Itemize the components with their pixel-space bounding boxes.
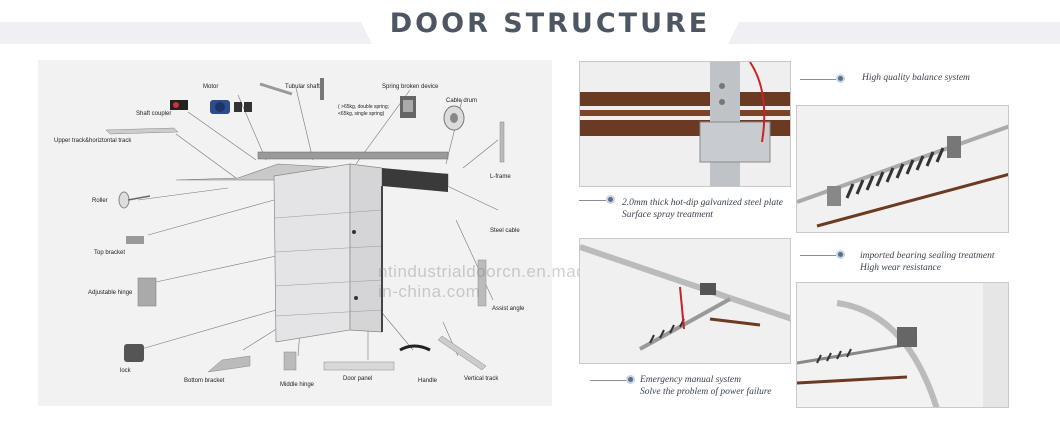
adjustable-hinge-part: [137, 277, 157, 307]
label-upper-track: Upper track&horiztontal track: [54, 138, 132, 144]
label-steel-cable: Steel cable: [490, 228, 520, 234]
feature-dot-3: [836, 250, 845, 259]
l-frame-part: [499, 121, 505, 163]
feature-2-line1: 2.0mm thick hot-dip galvanized steel pla…: [622, 198, 783, 208]
feature-3-line2: High wear resistance: [860, 263, 941, 273]
middle-hinge-part: [283, 351, 297, 371]
label-motor: Motor: [203, 84, 218, 90]
label-spring-broken-device: Spring broken device: [382, 84, 439, 90]
lock-part: [124, 344, 144, 362]
label-cable-drum: Cable drum: [446, 98, 477, 104]
feature-2-line2: Surface spray treatment: [622, 210, 713, 220]
label-adjustable-hinge: Adjustable hinge: [88, 290, 133, 296]
assist-angle-part: [477, 259, 487, 307]
label-l-frame: L-frame: [490, 174, 511, 180]
photo-balance-system: [796, 105, 1009, 233]
label-assist-angle: Assist angle: [492, 306, 525, 312]
bottom-bracket-part: [207, 355, 251, 373]
label-spring-note-2: <65kg, single spring): [338, 111, 385, 117]
spring-broken-device-part: [400, 96, 416, 118]
label-vertical-track: Vertical track: [464, 376, 499, 382]
vertical-track-part: [437, 335, 487, 371]
header-band: [0, 0, 1060, 50]
label-middle-hinge: Middle hinge: [280, 382, 315, 388]
feature-2: 2.0mm thick hot-dip galvanized steel pla…: [622, 197, 783, 221]
label-spring-note-1: ( >65kg, double spring;: [338, 104, 389, 110]
shaft-coupler-part: [170, 100, 188, 110]
door-panel-stack: [273, 163, 383, 343]
label-shaft-coupler: Shaft coupler: [136, 111, 171, 117]
tubular-shaft-part: [259, 82, 293, 96]
motor-part: [210, 100, 252, 114]
feature-4: Emergency manual system Solve the proble…: [640, 374, 771, 398]
feature-4-line2: Solve the problem of power failure: [640, 387, 772, 397]
header-tab: [350, 0, 750, 48]
label-tubular-shaft: Tubular shaft: [285, 84, 320, 90]
feature-1-line1: High quality balance system: [862, 73, 970, 83]
label-roller: Roller: [92, 198, 108, 204]
door-structure-diagram: Motor Tubular shaft Spring broken device…: [38, 60, 602, 406]
label-bottom-bracket: Bottom bracket: [184, 378, 225, 384]
watermark: ntindustrialdoorcn.en.made-in-china.com: [378, 262, 603, 301]
feature-leader-3: [800, 255, 836, 256]
feature-leader-4: [590, 380, 626, 381]
label-lock: lock: [120, 368, 132, 374]
photo-bearing-sealing: [579, 238, 791, 364]
top-bracket-part: [126, 236, 144, 244]
feature-1: High quality balance system: [862, 72, 970, 84]
feature-dot-4: [626, 375, 635, 384]
feature-leader-2: [579, 200, 606, 201]
cable-drum-part: [443, 105, 465, 131]
label-handle: Handle: [418, 378, 438, 384]
feature-dot-1: [836, 74, 845, 83]
door-panel-part: [323, 361, 395, 371]
page-title: DOOR STRUCTURE: [389, 8, 711, 39]
handle-part: [399, 344, 431, 352]
photo-emergency-manual: [796, 282, 1009, 408]
label-door-panel: Door panel: [343, 376, 372, 382]
feature-dot-2: [606, 195, 615, 204]
feature-3-line1: imported bearing sealing treatment: [860, 251, 995, 261]
roller-part: [118, 191, 151, 209]
photo-galvanized-plate: [579, 61, 791, 187]
upper-track-part: [105, 127, 179, 135]
spring-part: [320, 78, 324, 100]
label-top-bracket: Top bracket: [94, 250, 125, 256]
feature-leader-1: [800, 79, 836, 80]
feature-3: imported bearing sealing treatment High …: [860, 250, 994, 274]
feature-4-line1: Emergency manual system: [640, 375, 741, 385]
